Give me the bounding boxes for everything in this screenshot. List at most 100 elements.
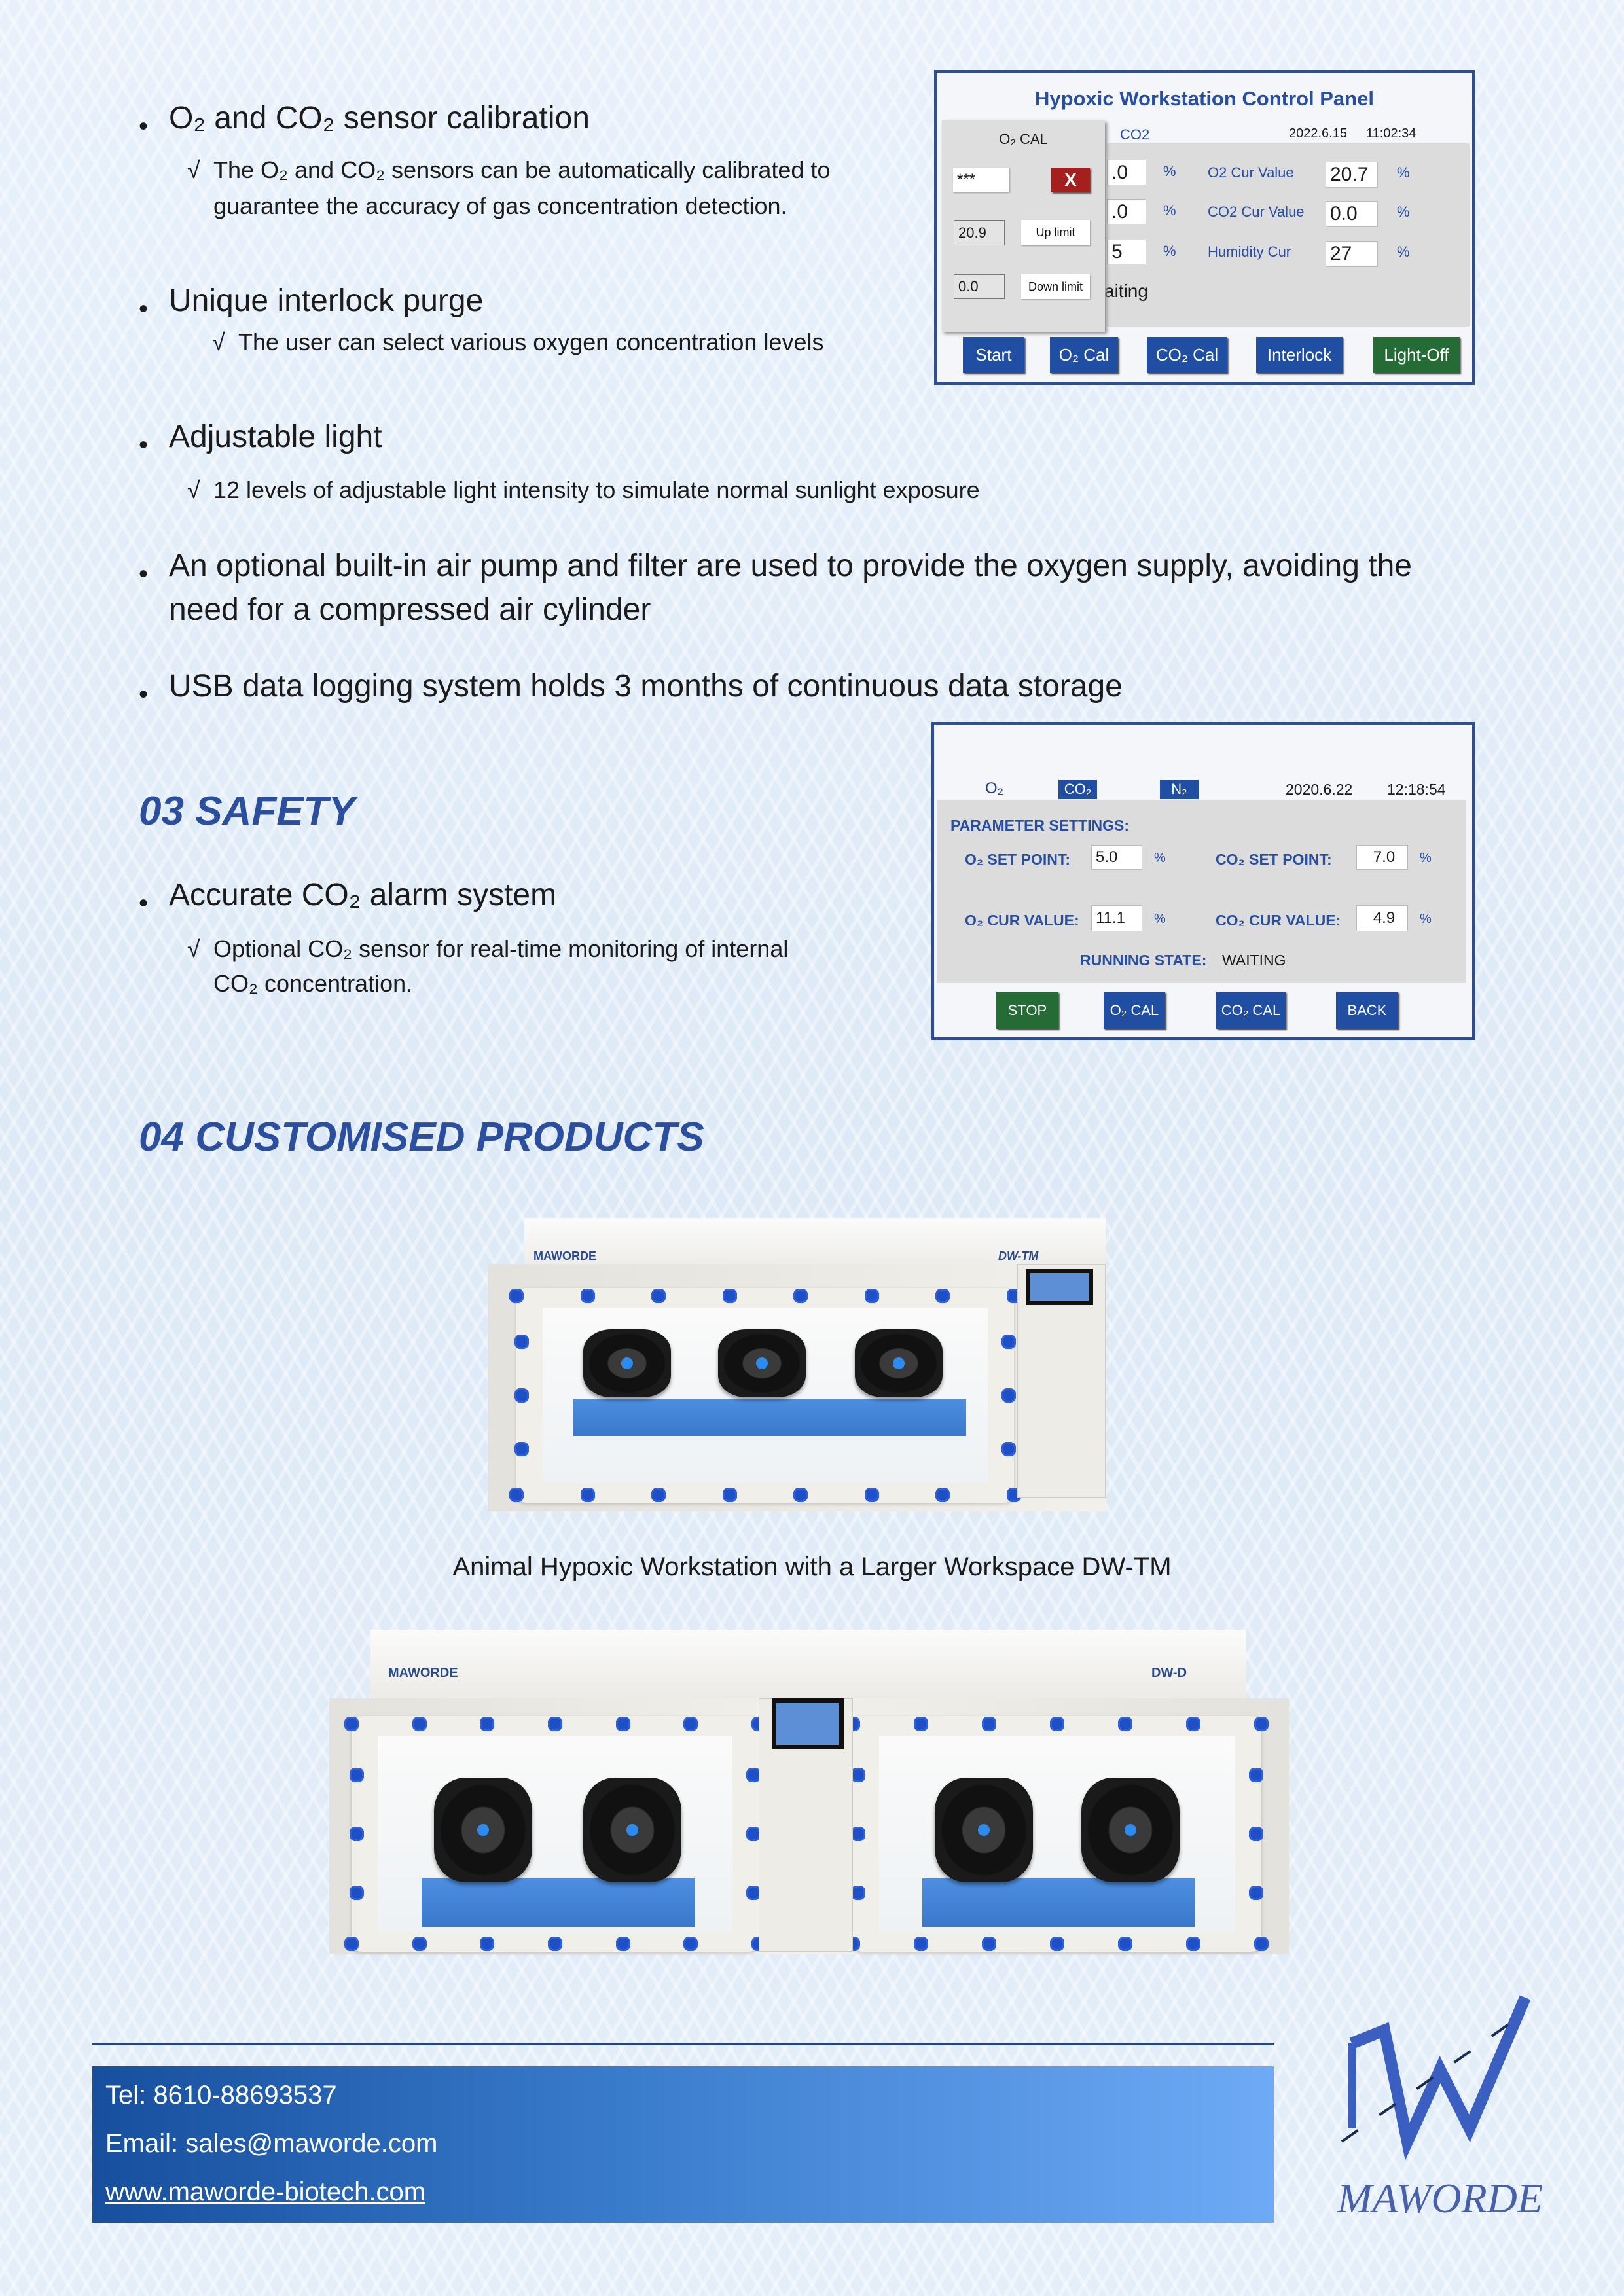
running-state-label: RUNNING STATE:: [1080, 952, 1207, 969]
check-icon: √: [187, 935, 200, 962]
knob-icon: [1050, 1717, 1064, 1731]
feature-title: Adjustable light: [169, 420, 382, 454]
knob-icon: [509, 1488, 524, 1502]
glove-port-center-icon: [477, 1824, 489, 1836]
knob-icon: [350, 1768, 364, 1782]
knob-icon: [746, 1886, 761, 1900]
detail-text: 12 levels of adjustable light intensity …: [213, 476, 980, 503]
knob-icon: [1186, 1717, 1200, 1731]
running-state-fragment: aiting: [1104, 281, 1148, 301]
o2-cur-value: 11.1: [1091, 905, 1142, 931]
back-button[interactable]: BACK: [1336, 992, 1398, 1029]
up-limit-value[interactable]: 20.9: [954, 220, 1005, 245]
contact-box: Tel: 8610-88693537 Email: sales@maworde.…: [92, 2066, 1274, 2223]
co2-cur-value: 0.0: [1326, 201, 1378, 227]
knob-icon: [1118, 1937, 1132, 1951]
knob-icon: [412, 1717, 427, 1731]
glove-port-center-icon: [893, 1357, 905, 1369]
control-panel-screenshot-2: O₂ CO₂ N₂ 2020.6.22 12:18:54 PARAMETER S…: [931, 722, 1475, 1040]
knob-icon: [548, 1717, 562, 1731]
knob-icon: [480, 1717, 495, 1731]
knob-icon: [651, 1289, 666, 1303]
co2-set-value[interactable]: .0: [1107, 199, 1146, 224]
knob-icon: [1186, 1937, 1200, 1951]
o2-cal-button[interactable]: O₂ Cal: [1050, 337, 1118, 373]
panel-date: 2020.6.22: [1286, 781, 1353, 798]
unit-label: %: [1154, 912, 1166, 926]
knob-icon: [746, 1768, 761, 1782]
o2-cal-button[interactable]: O₂ CAL: [1104, 992, 1165, 1029]
glove-port-center-icon: [621, 1357, 633, 1369]
o2-set-point-value[interactable]: 5.0: [1091, 845, 1142, 870]
o2-set-value[interactable]: .0: [1107, 160, 1146, 185]
shelf: [422, 1878, 695, 1927]
parameter-settings-heading: PARAMETER SETTINGS:: [950, 817, 1130, 834]
knob-icon: [982, 1717, 996, 1731]
knob-icon: [615, 1717, 630, 1731]
knob-icon: [746, 1827, 761, 1841]
machine-model-label: DW-D: [1151, 1666, 1187, 1680]
unit-label: %: [1397, 164, 1410, 181]
knob-icon: [935, 1289, 950, 1303]
humidity-set-value[interactable]: 5: [1107, 240, 1146, 264]
knob-icon: [1001, 1388, 1016, 1403]
stop-button[interactable]: STOP: [996, 992, 1058, 1029]
bullet-icon: •: [139, 889, 149, 918]
knob-icon: [935, 1488, 950, 1502]
knob-icon: [412, 1937, 427, 1951]
detail-text: CO₂ concentration.: [213, 970, 413, 997]
knob-icon: [1001, 1335, 1016, 1349]
co2-cal-button[interactable]: CO₂ CAL: [1216, 992, 1286, 1029]
tab-n2[interactable]: N₂: [1160, 780, 1199, 799]
knob-icon: [914, 1937, 928, 1951]
knob-icon: [1249, 1827, 1263, 1841]
knob-icon: [864, 1289, 879, 1303]
unit-label: %: [1397, 204, 1410, 220]
co2-cal-button[interactable]: CO₂ Cal: [1147, 337, 1227, 373]
tab-o2[interactable]: O₂: [985, 780, 1003, 797]
machine-brand-label: MAWORDE: [533, 1249, 596, 1263]
unit-label: %: [1163, 243, 1176, 259]
up-limit-button[interactable]: Up limit: [1021, 220, 1090, 245]
feature-title: O₂ and CO₂ sensor calibration: [169, 101, 590, 135]
knob-icon: [851, 1827, 865, 1841]
bullet-icon: •: [139, 680, 149, 709]
tab-co2[interactable]: CO2: [1120, 126, 1150, 143]
feature-title: USB data logging system holds 3 months o…: [169, 669, 1123, 704]
detail-text: Optional CO₂ sensor for real-time monito…: [213, 935, 789, 962]
down-limit-value[interactable]: 0.0: [954, 274, 1005, 299]
website-link[interactable]: www.maworde-biotech.com: [105, 2178, 426, 2206]
knob-icon: [851, 1768, 865, 1782]
contact-email[interactable]: Email: sales@maworde.com: [105, 2129, 438, 2158]
knob-icon: [514, 1388, 529, 1403]
start-button[interactable]: Start: [963, 337, 1024, 373]
light-off-button[interactable]: Light-Off: [1373, 337, 1460, 373]
section-heading-customised: 04 CUSTOMISED PRODUCTS: [139, 1115, 704, 1160]
knob-icon: [514, 1442, 529, 1456]
knob-icon: [651, 1488, 666, 1502]
o2-cur-label: O2 Cur Value: [1208, 164, 1294, 181]
down-limit-button[interactable]: Down limit: [1021, 274, 1090, 299]
tab-co2[interactable]: CO₂: [1058, 780, 1097, 799]
machine-brand-label: MAWORDE: [388, 1666, 458, 1680]
knob-icon: [683, 1717, 698, 1731]
knob-icon: [683, 1937, 698, 1951]
glove-port-center-icon: [756, 1357, 768, 1369]
detail-text: The O₂ and CO₂ sensors can be automatica…: [213, 156, 831, 183]
panel-time: 11:02:34: [1366, 126, 1416, 141]
o2-cur-value-label: O₂ CUR VALUE:: [965, 912, 1079, 929]
glove-port-center-icon: [1125, 1824, 1136, 1836]
knob-icon: [350, 1886, 364, 1900]
close-button[interactable]: X: [1051, 168, 1090, 192]
co2-set-point-value[interactable]: 7.0: [1356, 845, 1408, 870]
knob-icon: [1249, 1768, 1263, 1782]
knob-icon: [851, 1886, 865, 1900]
logo-text: MAWORDE: [1337, 2175, 1543, 2221]
bullet-icon: •: [139, 431, 149, 459]
shelf: [922, 1878, 1195, 1927]
interlock-button[interactable]: Interlock: [1256, 337, 1343, 373]
password-field[interactable]: ***: [953, 168, 1009, 192]
detail-text: guarantee the accuracy of gas concentrat…: [213, 192, 787, 219]
feature-title: Unique interlock purge: [169, 283, 484, 318]
glove-port-center-icon: [626, 1824, 638, 1836]
